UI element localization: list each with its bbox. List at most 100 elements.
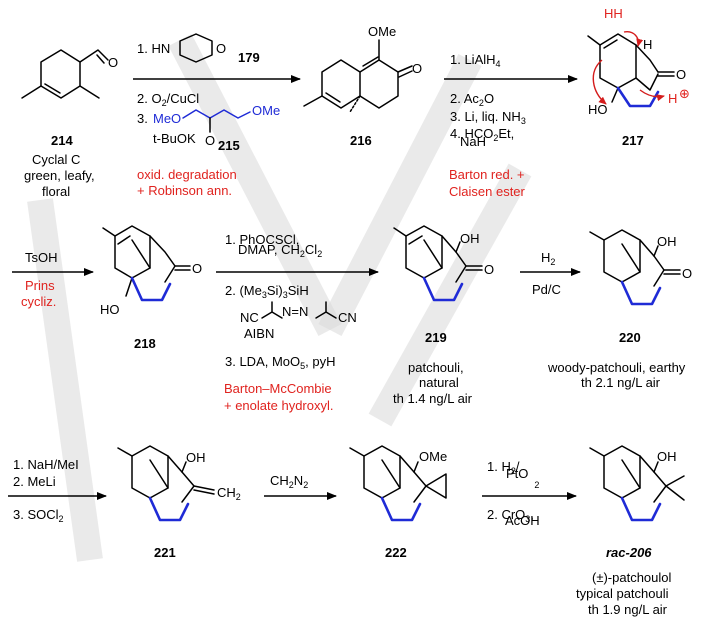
step4-r1b: DMAP, CH2Cl2 — [238, 242, 322, 259]
step4-r3: 3. LDA, MoO5, pyH — [225, 354, 336, 371]
step2-note-2: Claisen ester — [449, 184, 526, 199]
compound-206-structure: OH — [589, 445, 685, 522]
step6-r2: 2. MeLi — [13, 474, 56, 489]
step-4: 1. PhOCSCl, DMAP, CH2Cl2 2. (Me3Si)3SiH … — [216, 232, 379, 413]
step6-r3: 3. SOCl2 — [13, 507, 64, 524]
compound-220-desc-2: th 2.1 ng/L air — [581, 375, 661, 390]
watermark — [27, 34, 532, 562]
c219-oh: OH — [460, 231, 480, 246]
step1-reagent3-ome: OMe — [252, 103, 280, 118]
step-8: 1. H2/ PtO2 2. CrO3, AcOH — [482, 459, 577, 528]
c221-oh: OH — [186, 450, 206, 465]
c220-oh: OH — [657, 234, 677, 249]
compound-222-structure: OMe — [349, 445, 447, 522]
step4-r2: 2. (Me3Si)3SiH — [225, 283, 309, 300]
compound-214-desc-3: floral — [42, 184, 70, 199]
step-6: 1. NaH/MeI 2. MeLi 3. SOCl2 — [8, 457, 107, 524]
c221-ch2: CH2 — [217, 485, 241, 502]
step2-r4: 4. HCO2Et, — [450, 126, 514, 143]
c217-hh: HH — [604, 6, 623, 21]
step1-reagent3-base: t-BuOK — [153, 131, 196, 146]
c206-oh: OH — [657, 449, 677, 464]
c220-o: O — [682, 266, 692, 281]
step3-note-1: Prins — [25, 278, 55, 293]
step-7: CH2N2 — [264, 473, 337, 500]
step1-note-2: + Robinson ann. — [137, 183, 232, 198]
step1-reagent3-meo: MeO — [153, 111, 181, 126]
compound-220-number: 220 — [619, 330, 641, 345]
compound-206-number: rac-206 — [606, 545, 652, 560]
reagent-215-number: 215 — [218, 138, 240, 153]
step3-note-2: cycliz. — [21, 294, 56, 309]
reagent-179-number: 179 — [238, 50, 260, 65]
compound-217-number: 217 — [622, 133, 644, 148]
aibn-nn: N=N — [282, 304, 308, 319]
aibn-cn: CN — [338, 310, 357, 325]
c222-ome: OMe — [419, 449, 447, 464]
step4-r1: 1. PhOCSCl, — [225, 232, 299, 247]
c218-o: O — [192, 261, 202, 276]
step1-reagent3-o: O — [205, 133, 215, 148]
c218-ho: HO — [100, 302, 120, 317]
step-2: 1. LiAlH4 2. Ac2O 3. Li, liq. NH3 4. HCO… — [444, 52, 578, 199]
c217-o: O — [676, 67, 686, 82]
step2-note-1: Barton red. + — [449, 167, 525, 182]
compound-222-number: 222 — [385, 545, 407, 560]
compound-220-desc-1: woody-patchouli, earthy — [547, 360, 686, 375]
compound-206-desc-2: typical patchouli — [576, 586, 669, 601]
c216-o: O — [412, 61, 422, 76]
compound-219-number: 219 — [425, 330, 447, 345]
c217-plus: ⊕ — [679, 86, 690, 101]
step8-r1: 1. H2/ — [487, 459, 520, 476]
step-5: H2 Pd/C — [520, 250, 581, 297]
step4-note-2: + enolate hydroxyl. — [224, 398, 333, 413]
c219-o: O — [484, 262, 494, 277]
step1-reagent3-prefix: 3. — [137, 111, 148, 126]
compound-219-desc-1: patchouli, — [408, 360, 464, 375]
svg-text:O: O — [216, 41, 226, 56]
compound-219-desc-3: th 1.4 ng/L air — [393, 391, 473, 406]
compound-219-desc-2: natural — [419, 375, 459, 390]
step-3: TsOH Prins cycliz. — [12, 250, 94, 309]
compound-206-desc-3: th 1.9 ng/L air — [588, 602, 668, 617]
step8-r1b: PtO2 — [506, 466, 539, 490]
compound-219-structure: OH O — [393, 225, 494, 302]
compound-214-number: 214 — [51, 133, 73, 148]
compound-217-structure: HH H HO O H ⊕ — [587, 6, 690, 117]
step2-r2: 2. Ac2O — [450, 91, 494, 108]
aldehyde-o-label: O — [108, 55, 118, 70]
step5-r1: H2 — [541, 250, 555, 267]
step6-r1: 1. NaH/MeI — [13, 457, 79, 472]
aibn-nc: NC — [240, 310, 259, 325]
step-1: 1. HN O 179 2. O2/CuCl 3. MeO O OMe t-Bu… — [133, 33, 301, 198]
c217-ho: HO — [588, 102, 608, 117]
step8-r2: 2. CrO3, — [487, 507, 534, 524]
step4-note-1: Barton–McCombie — [224, 381, 332, 396]
step2-r3: 3. Li, liq. NH3 — [450, 109, 526, 126]
step8-r2b: AcOH — [505, 513, 540, 528]
compound-221-structure: OH CH2 — [117, 445, 241, 522]
compound-216-number: 216 — [350, 133, 372, 148]
compound-206-desc-1: (±)-patchoulol — [592, 570, 672, 585]
c217-hplus: H — [668, 91, 677, 106]
step7-r1: CH2N2 — [270, 473, 308, 490]
step2-r4b: NaH — [460, 134, 486, 149]
step1-reagent2: 2. O2/CuCl — [137, 91, 199, 108]
step5-r2: Pd/C — [532, 282, 561, 297]
compound-218-number: 218 — [134, 336, 156, 351]
morpholine-ring — [179, 33, 213, 63]
step2-r1: 1. LiAlH4 — [450, 52, 501, 69]
compound-220-structure: OH O — [589, 229, 692, 306]
step1-reagent1: 1. HN — [137, 41, 170, 56]
compound-214-desc-2: green, leafy, — [24, 168, 95, 183]
compound-218-structure: HO O — [100, 225, 202, 317]
step1-note-1: oxid. degradation — [137, 167, 237, 182]
aibn-label: AIBN — [244, 326, 274, 341]
compound-221-number: 221 — [154, 545, 176, 560]
compound-214-desc-1: Cyclal C — [32, 152, 80, 167]
c217-h: H — [643, 37, 652, 52]
compound-214-structure: O — [21, 49, 118, 99]
step3-r1: TsOH — [25, 250, 58, 265]
compound-216-structure: OMe O — [303, 24, 422, 113]
